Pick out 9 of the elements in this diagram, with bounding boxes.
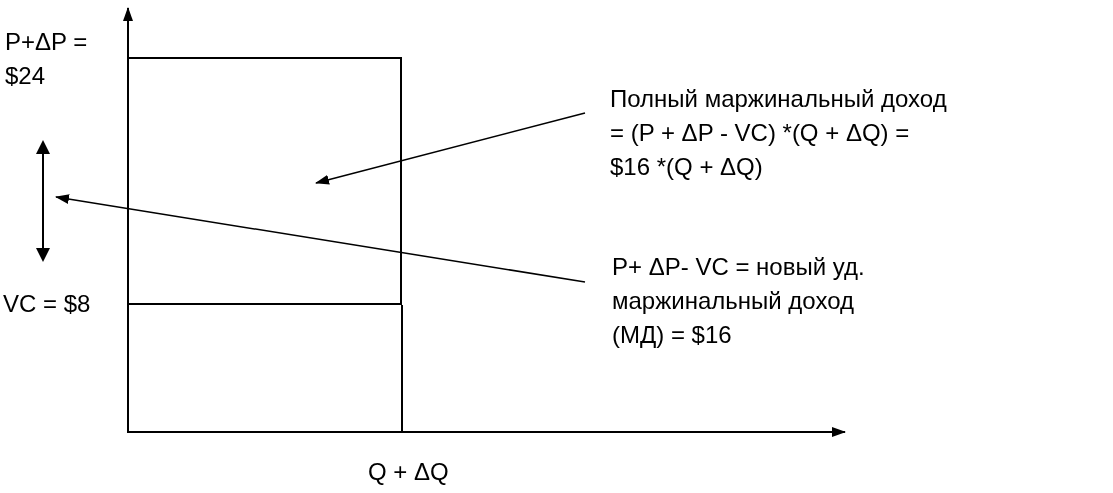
axis-label: Q + ΔQ	[368, 457, 450, 487]
callout-text: P+ ΔP- VC = новый уд. маржинальный доход (МД) = $16	[612, 250, 912, 352]
axis-label: VC = $8	[3, 289, 92, 319]
axis-label: P+ΔP = $24	[5, 27, 89, 91]
callout-text: Полный маржинальный доход = (P + ΔP - VC) *(Q + ΔQ) = $16 *(Q + ΔQ)	[610, 82, 950, 184]
double-arrow	[36, 140, 50, 262]
leader-arrow	[55, 194, 586, 283]
leader-arrow	[315, 112, 586, 185]
rectangle-area	[128, 57, 402, 305]
